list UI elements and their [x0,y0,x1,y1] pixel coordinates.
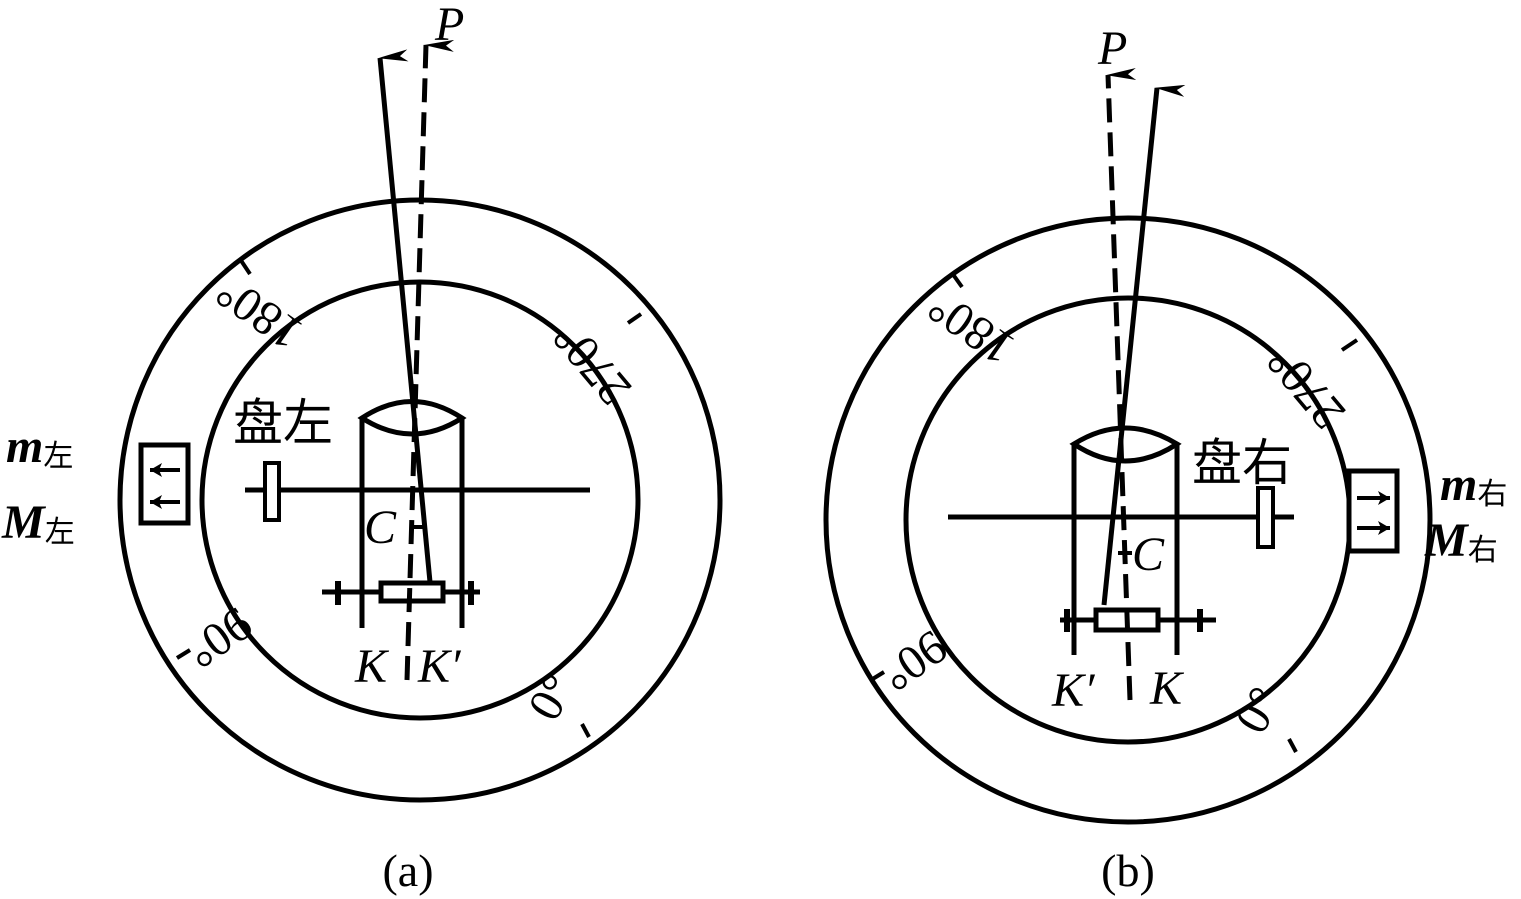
caption-b: (b) [1101,845,1155,896]
sight-line-solid [1101,84,1186,606]
outer-circle [823,215,1433,825]
scale-label-180: 180° [207,265,312,361]
reading-arrow-box [1346,468,1400,554]
face-label: 盘右 [1192,434,1292,492]
sight-line-dashed [1105,68,1137,701]
center-label-c: C [1132,528,1165,581]
tick-180 [950,271,964,289]
tick-270 [626,312,643,325]
index-label-left: K′ [1051,664,1096,717]
vertical-index-rect [1256,486,1275,549]
figure-b: 180° 270° 90° 0° P C K′ K 盘右 m右 M右 (b) [823,22,1507,896]
scale-label-0: 0° [518,665,586,729]
tick-180 [238,257,252,276]
tick-90 [869,670,886,682]
pointer-label-m: m左 [6,420,73,474]
sight-line-solid [377,49,433,583]
figure-a: 180° 270° 90° 0° P C K K′ 盘左 m左 M [1,0,723,896]
pointer-label-M: M左 [1,496,75,550]
scale-label-90: 90° [176,597,261,679]
pointer-label-m: m右 [1440,458,1507,512]
pointer-label-M: M右 [1424,514,1498,568]
caption-a: (a) [382,845,433,896]
center-label-c: C [364,501,397,554]
scale-label-0: 0° [1225,678,1293,742]
scale-label-270: 270° [543,311,642,415]
scale-label-180: 180° [919,280,1024,376]
index-label-left: K [354,640,390,693]
reading-arrow-box [138,442,191,526]
objective-lens [1069,425,1182,464]
tick-270 [1340,338,1359,352]
index-label-right: K [1149,662,1185,715]
scale-label-90: 90° [871,620,956,702]
inner-circle [199,279,641,721]
tick-0 [580,723,591,738]
tick-90 [175,648,192,660]
objective-lens [357,399,467,437]
face-label: 盘左 [233,394,333,452]
target-label-p: P [1097,22,1127,75]
sight-line-dashed [404,39,455,681]
tick-0 [1287,738,1298,753]
index-label-right: K′ [417,640,462,693]
vertical-index-rect [263,461,281,522]
target-label-p: P [434,0,464,51]
